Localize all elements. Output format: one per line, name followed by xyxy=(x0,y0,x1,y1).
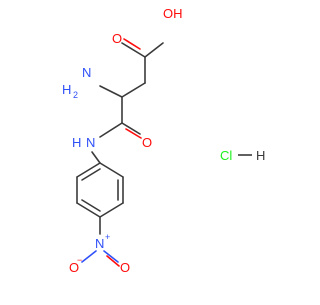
atom-nitro-plus: + xyxy=(105,232,110,242)
atom-amide-h: H xyxy=(72,135,81,150)
atom-amide-o: O xyxy=(142,135,152,150)
bond-cooh-c-o-double-2 xyxy=(123,38,141,50)
ring-bond-6 xyxy=(76,162,101,178)
atom-nitro-o-right: O xyxy=(120,260,130,275)
bond-nitro-o-right-a xyxy=(103,250,119,263)
ring-bond-6-inner xyxy=(81,168,101,181)
atom-salt-h: H xyxy=(256,148,265,163)
atom-amine-n: N xyxy=(82,65,91,80)
bond-cooh-c-oh xyxy=(144,42,164,58)
bond-amide-c-o xyxy=(121,122,141,135)
atom-amine-h2-sub: 2 xyxy=(73,90,78,100)
bond-nitro-o-left xyxy=(81,250,97,263)
amide-group: O H N xyxy=(72,122,152,164)
atom-acid-o: O xyxy=(112,31,122,46)
nitro-group: N + O − O xyxy=(69,216,130,275)
ring-bond-3 xyxy=(99,202,124,218)
atom-amine-h: H xyxy=(62,82,71,97)
bond-nitro-o-right-b xyxy=(106,255,120,267)
atom-acid-oh: OH xyxy=(163,6,183,21)
amine-group: H 2 N xyxy=(62,65,123,100)
ring-bond-4-inner xyxy=(81,199,101,212)
bond-cooh-c-o-double xyxy=(121,42,146,58)
structure-canvas: O OH H 2 N O H N xyxy=(62,6,265,275)
bond-ch-nh2 xyxy=(99,85,123,98)
atom-amide-n: N xyxy=(86,135,95,150)
atom-salt-cl: Cl xyxy=(220,148,232,163)
carboxylic-acid-group: O OH xyxy=(112,6,183,84)
bond-n-ring xyxy=(91,151,101,164)
atom-nitro-o-left: O xyxy=(69,260,79,275)
atom-nitro-o-left-minus: − xyxy=(77,255,82,265)
hydrochloride-salt: Cl H xyxy=(220,148,265,163)
atom-nitro-n: N xyxy=(95,236,104,251)
bond-ch2-ch xyxy=(121,82,146,98)
bond-amide-c-n xyxy=(99,122,123,138)
bond-amide-c-o-double xyxy=(125,128,142,139)
ring-bond-4 xyxy=(76,202,101,218)
benzene-ring xyxy=(76,162,124,218)
molecule-drawing: O OH H 2 N O H N xyxy=(62,6,265,275)
ring-bond-1 xyxy=(99,162,124,178)
